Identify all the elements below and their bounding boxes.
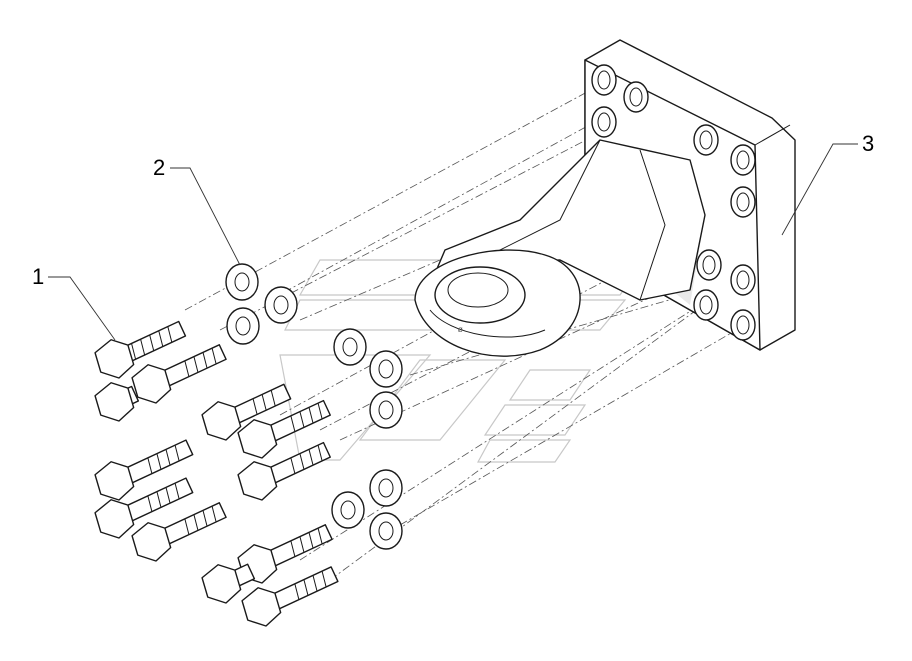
bracket-hole [591,106,617,138]
washer [369,391,403,429]
bolt [131,502,227,562]
callout-3-label: 3 [862,131,874,156]
bolt [237,399,331,459]
callout-2: 2 [153,155,241,266]
callout-1-label: 1 [32,264,44,289]
callout-1: 1 [32,264,116,341]
bolt [94,477,194,539]
bolt [131,344,227,404]
bracket-hole [730,186,756,218]
bracket-hole [696,249,722,281]
washer [225,263,259,301]
bracket-hole [730,264,756,296]
bracket-hole [591,64,617,96]
bolts [94,320,339,627]
bolt [201,383,292,441]
bolt [94,382,140,422]
bolt [201,563,256,604]
bracket-hole [730,144,756,176]
bracket-hole [730,309,756,341]
callout-3: 3 [781,131,874,236]
bracket-hole [693,124,719,156]
bracket-hole [623,81,649,113]
washer [369,512,403,550]
washer [226,307,260,345]
bracket-bolt-holes [591,64,756,341]
washers [225,263,403,550]
bracket-hole [693,289,719,321]
svg-text:Ø: Ø [458,328,463,334]
washer [264,286,298,324]
washer [369,350,403,388]
callouts: 1 2 3 [32,131,874,341]
bolt [94,439,194,501]
washer [369,469,403,507]
washer [333,328,367,366]
washer [331,491,365,529]
bolt [94,320,187,379]
callout-2-label: 2 [153,155,165,180]
bolt [241,566,339,627]
bolt [237,441,331,501]
